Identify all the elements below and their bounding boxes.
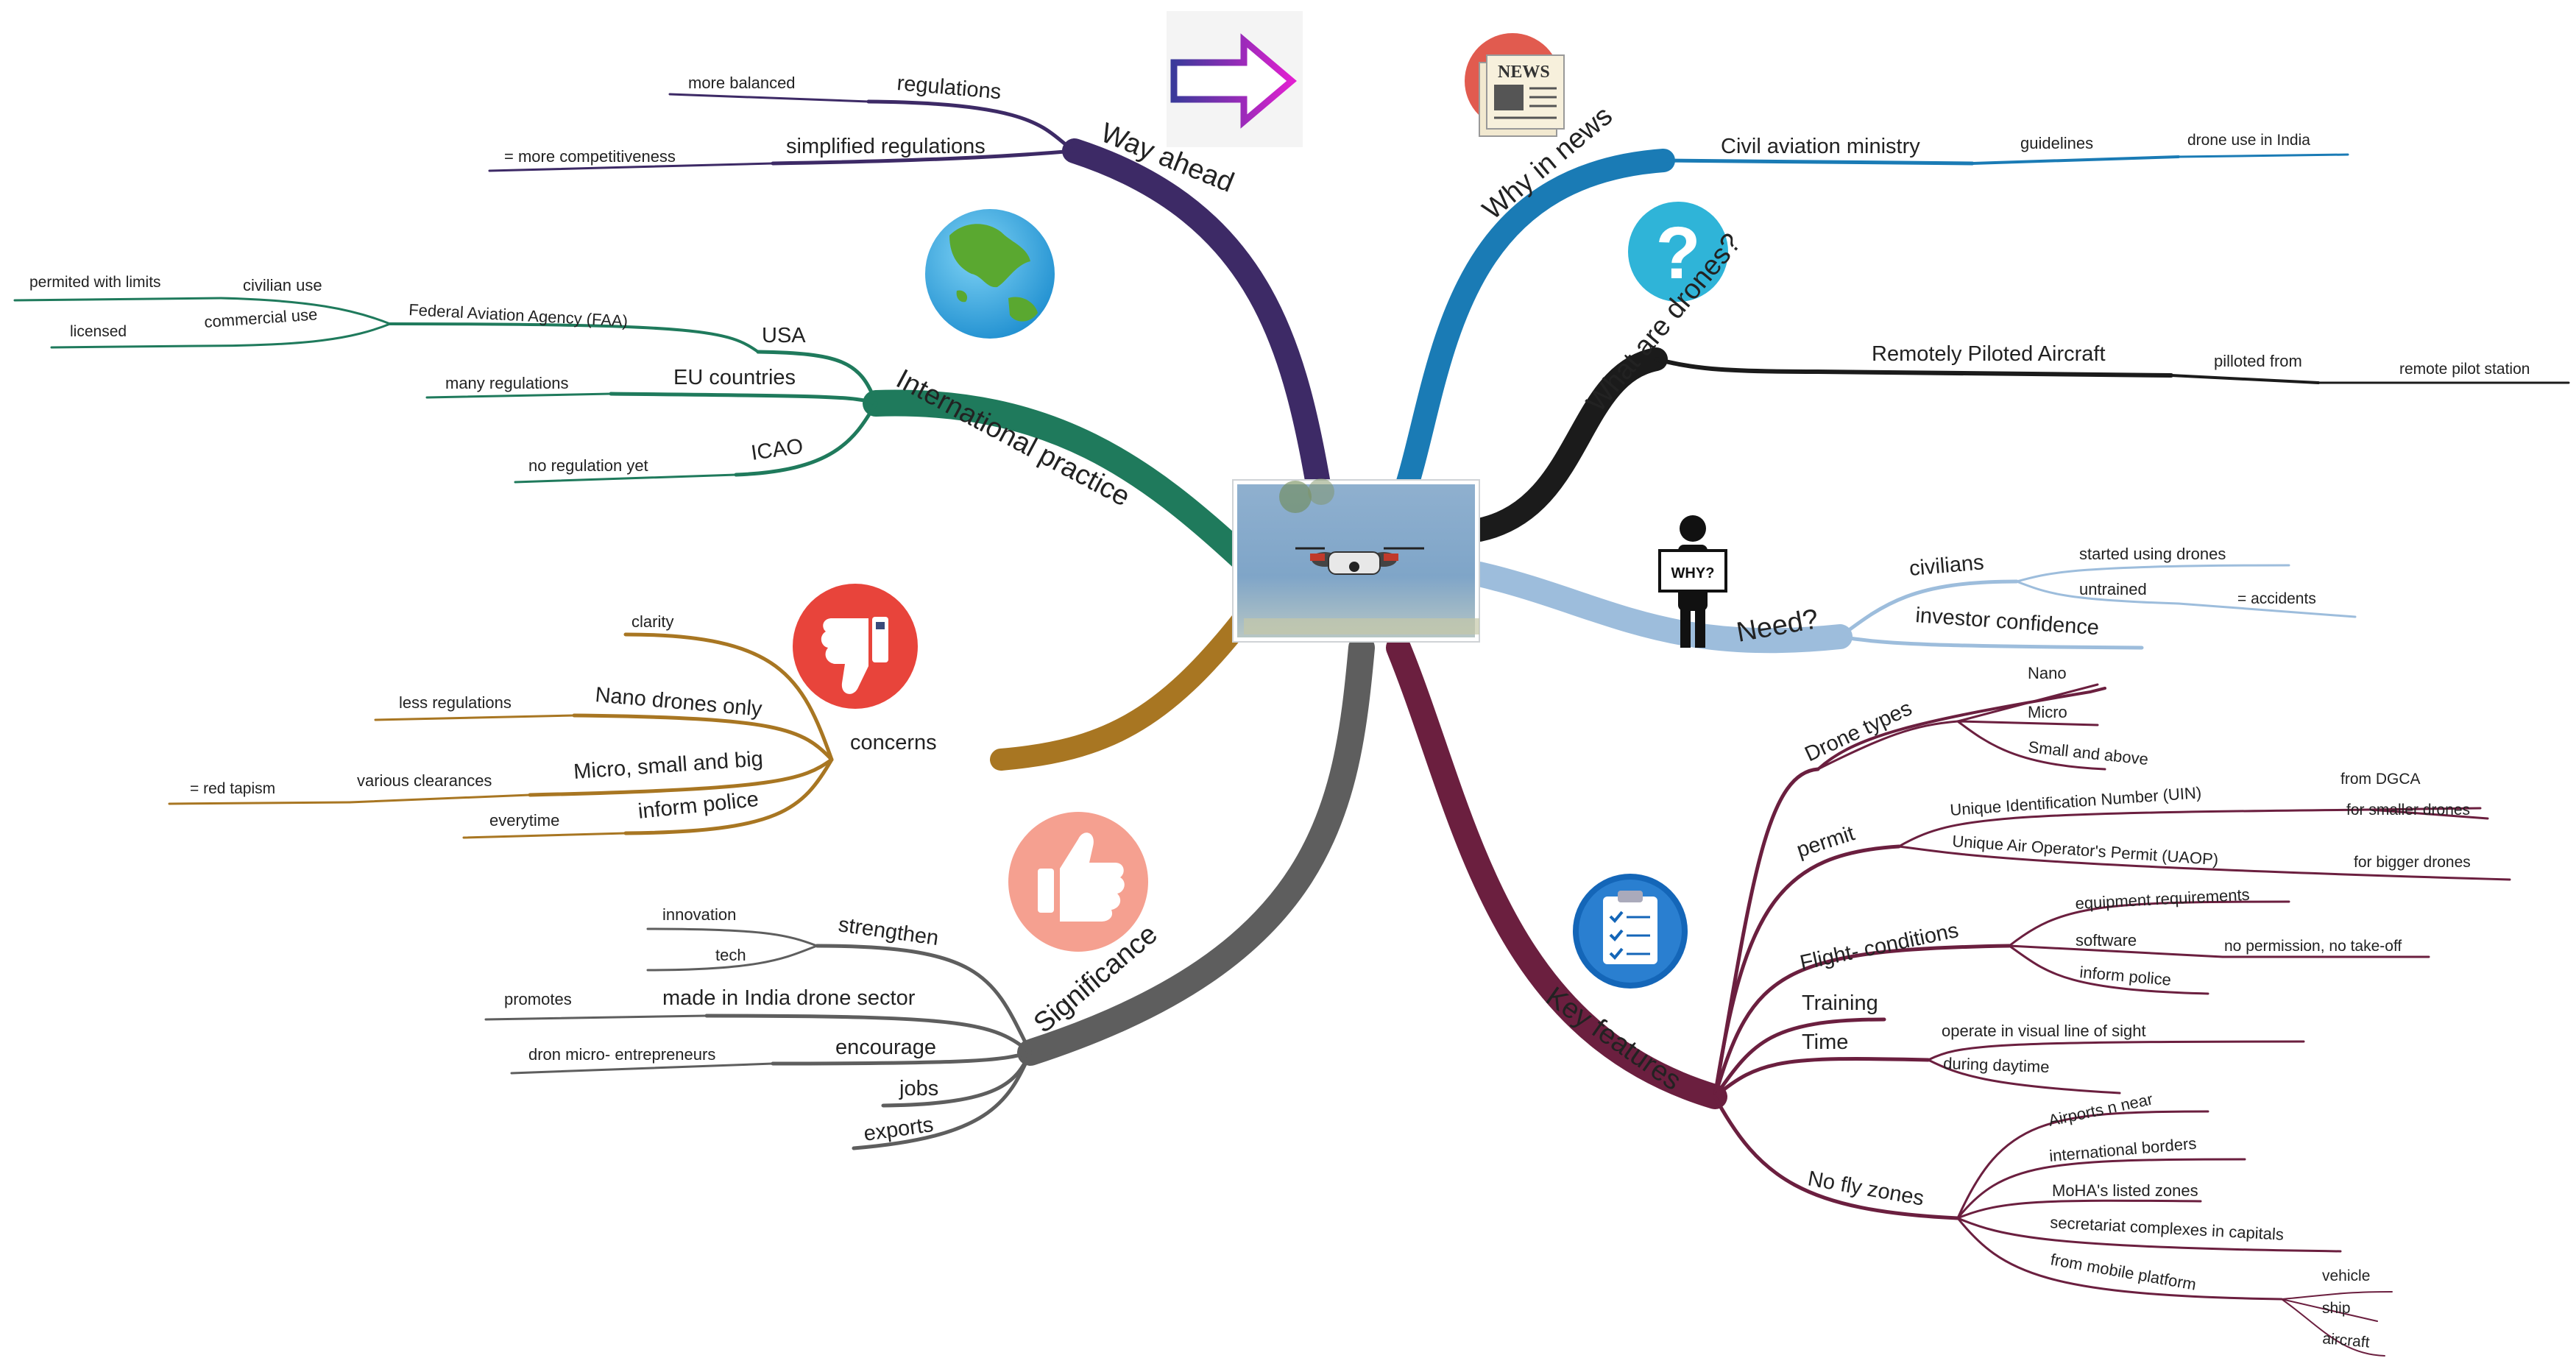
concerns-inform-police-label: inform police <box>637 788 760 824</box>
thumbs-up-icon <box>1008 812 1148 952</box>
main-branches <box>863 138 1853 1109</box>
question-mark-glyph: ? <box>1655 212 1700 294</box>
remote-pilot-station-label: remote pilot station <box>2399 361 2530 378</box>
drone-icon <box>1295 547 1424 575</box>
no-fly-zones-label: No fly zones <box>1806 1167 1926 1210</box>
branch-concerns <box>990 607 1255 771</box>
competitiveness-label: = more competitiveness <box>504 147 676 166</box>
during-daytime-label: during daytime <box>1943 1054 2050 1076</box>
center-drone-image <box>1232 478 1480 643</box>
micro-label: Micro <box>2028 703 2067 721</box>
newspaper-icon: NEWS <box>1465 33 1565 137</box>
many-regulations-label: many regulations <box>445 374 569 392</box>
arrow-right-icon <box>1167 11 1303 147</box>
visual-line-of-sight-label: operate in visual line of sight <box>1942 1022 2146 1040</box>
equipment-requirements-label: equipment requirements <box>2075 885 2250 913</box>
sub-branches <box>13 93 2570 1357</box>
innovation-label: innovation <box>662 905 736 924</box>
time-label: Time <box>1802 1030 1848 1054</box>
pilloted-from-label: pilloted from <box>2214 352 2302 370</box>
permit-label: permit <box>1794 821 1858 862</box>
branch-why-in-news <box>1390 149 1675 512</box>
exports-label: exports <box>863 1113 935 1146</box>
checklist-icon <box>1573 874 1688 989</box>
guidelines-label: guidelines <box>2020 134 2093 152</box>
tech-label: tech <box>715 946 746 964</box>
small-and-above-label: Small and above <box>2027 738 2149 768</box>
entrepreneurs-label: dron micro- entrepreneurs <box>528 1045 715 1064</box>
red-tapism-label: = red tapism <box>190 780 275 797</box>
training-label: Training <box>1802 991 1878 1015</box>
usa-label: USA <box>762 324 806 347</box>
eu-countries-label: EU countries <box>673 366 796 389</box>
person-with-sign-icon: WHY? <box>1658 515 1727 648</box>
secretariat-label: secretariat complexes in capitals <box>2050 1213 2285 1244</box>
why-sign-text: WHY? <box>1671 565 1715 581</box>
branch-way-ahead <box>1062 138 1334 513</box>
less-regulations-label: less regulations <box>399 693 512 712</box>
aircraft-label: aircraft <box>2322 1330 2371 1351</box>
concerns-label: concerns <box>850 731 937 754</box>
untrained-label: untrained <box>2079 580 2147 598</box>
no-regulation-label: no regulation yet <box>528 456 648 475</box>
icao-label: ICAO <box>750 434 805 465</box>
newspaper-title: NEWS <box>1498 63 1550 82</box>
branch-intl <box>863 389 1257 573</box>
drone-use-label: drone use in India <box>2187 132 2310 149</box>
promotes-label: promotes <box>504 990 572 1008</box>
rpa-label: Remotely Piloted Aircraft <box>1872 342 2106 366</box>
mobile-platform-label: from mobile platform <box>2049 1250 2198 1293</box>
branch-what-are-drones <box>1468 347 1668 542</box>
encourage-label: encourage <box>835 1036 936 1059</box>
make-in-india-label: made in India drone sector <box>662 986 916 1010</box>
vehicle-label: vehicle <box>2322 1267 2370 1284</box>
investor-confidence-label: investor confidence <box>1915 604 2100 640</box>
commercial-use-label: commercial use <box>204 305 318 331</box>
regulations-label: regulations <box>896 71 1002 104</box>
moha-zones-label: MoHA's listed zones <box>2052 1181 2198 1200</box>
everytime-label: everytime <box>489 811 559 830</box>
simplified-regulations-label: simplified regulations <box>786 135 986 158</box>
permitted-label: permited with limits <box>29 274 161 291</box>
branch-need <box>1467 562 1853 654</box>
started-using-drones-label: started using drones <box>2079 545 2226 563</box>
civil-aviation-ministry-label: Civil aviation ministry <box>1721 135 1920 158</box>
micro-small-big-label: Micro, small and big <box>573 747 763 784</box>
civilian-use-label: civilian use <box>243 276 322 294</box>
software-label: software <box>2076 931 2137 950</box>
question-mark-icon: ? <box>1628 202 1728 302</box>
key-features-label: Key features <box>1540 981 1687 1097</box>
accidents-label: = accidents <box>2237 590 2316 607</box>
civilians-label: civilians <box>1908 551 1985 581</box>
airports-label: Airports n near <box>2047 1089 2154 1129</box>
jobs-label: jobs <box>899 1077 938 1100</box>
thumbs-down-icon <box>793 584 918 709</box>
for-bigger-drones-label: for bigger drones <box>2354 854 2471 871</box>
nano-label: Nano <box>2028 664 2067 682</box>
branch-key-features <box>1386 635 1727 1109</box>
branch-significance <box>1017 634 1375 1066</box>
more-balanced-label: more balanced <box>688 74 796 92</box>
ship-label: ship <box>2322 1300 2351 1317</box>
various-clearances-label: various clearances <box>357 771 492 790</box>
licensed-label: licensed <box>70 323 127 340</box>
clarity-label: clarity <box>631 612 673 631</box>
globe-icon <box>925 209 1055 339</box>
for-smaller-drones-label: for smaller drones <box>2346 802 2470 818</box>
no-permission-label: no permission, no take-off <box>2224 938 2402 955</box>
from-dgca-label: from DGCA <box>2340 771 2421 788</box>
